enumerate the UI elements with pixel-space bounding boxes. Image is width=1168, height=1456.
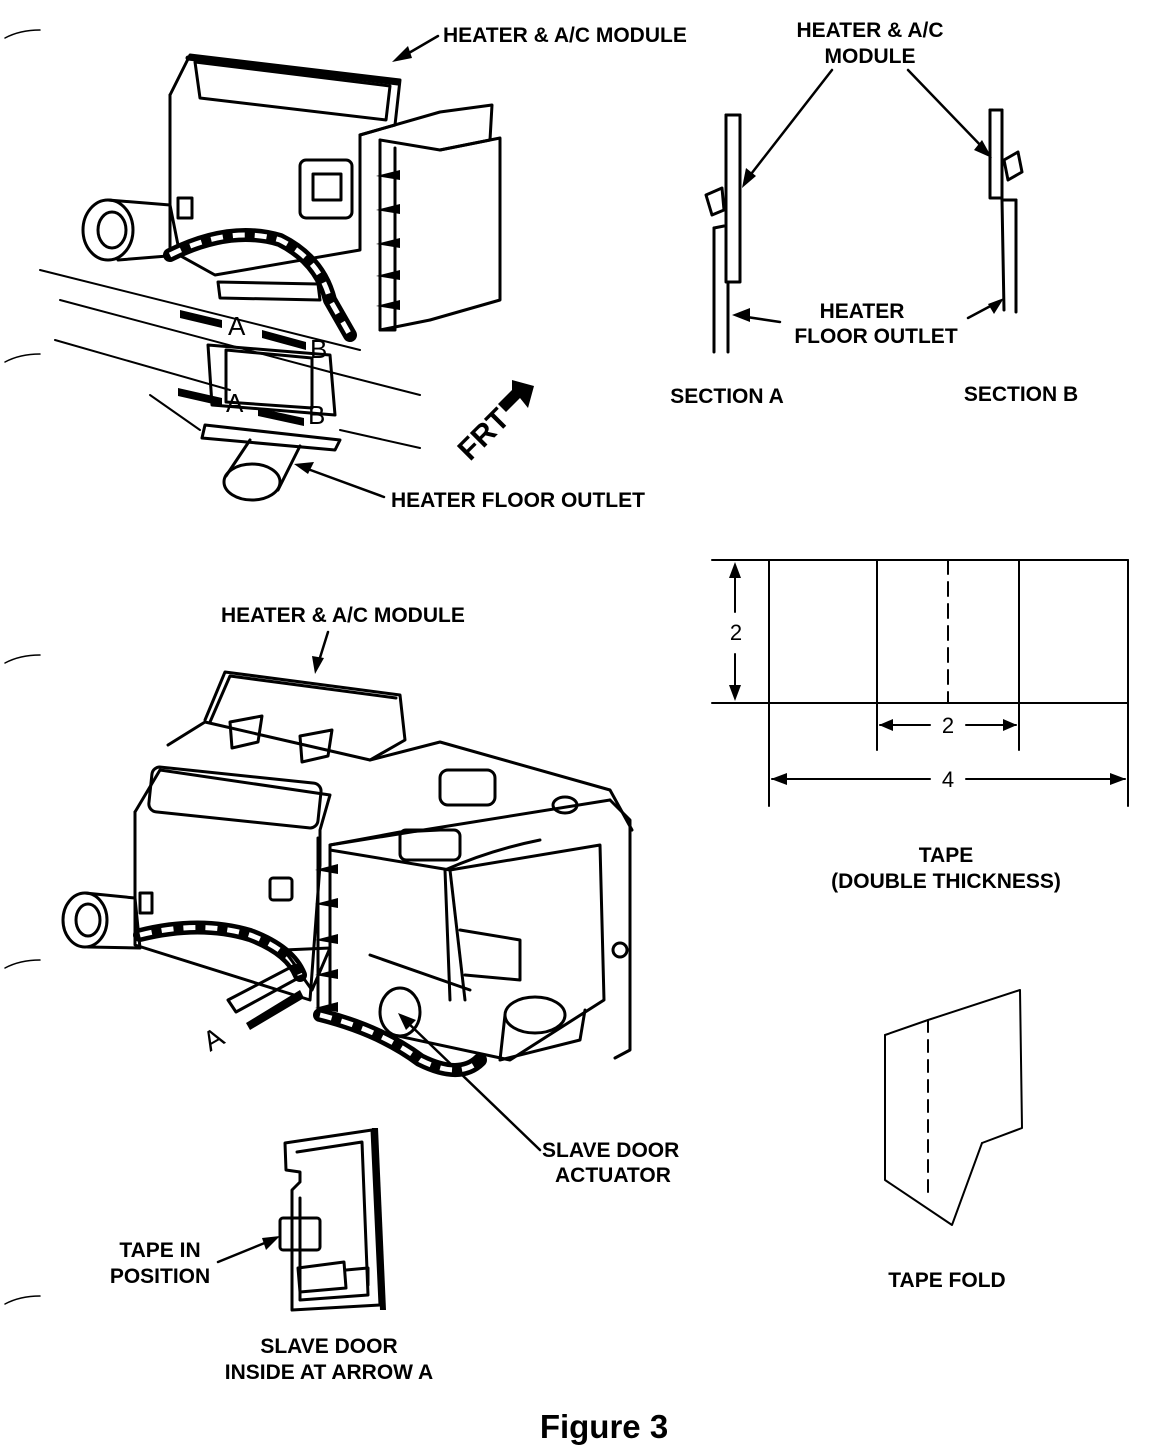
arrow-a-label: A: [198, 1021, 230, 1057]
binder-marks: [4, 29, 41, 1305]
sections-outlet-label-line1: HEATER: [820, 300, 905, 323]
top-outlet-leader: [294, 462, 386, 499]
top-module-leader: [392, 34, 440, 62]
section-mark-b-lower: B: [308, 400, 325, 430]
tape-dimension-arrowheads: [729, 562, 1126, 785]
tape-position-label-line2: POSITION: [110, 1265, 210, 1288]
tape-position-label-line1: TAPE IN: [119, 1239, 200, 1262]
sections-module-leaders: [742, 68, 992, 188]
top-outlet-label: HEATER FLOOR OUTLET: [391, 489, 645, 512]
section-a-profile: [704, 113, 742, 354]
tape-center-dimension: 2: [942, 713, 954, 738]
sections-module-label-line2: MODULE: [825, 45, 916, 68]
bottom-module-illustration: [61, 670, 634, 1077]
tape-caption-line2: (DOUBLE THICKNESS): [831, 870, 1061, 893]
section-b-label: SECTION B: [964, 383, 1078, 406]
section-mark-a-upper: A: [228, 311, 246, 341]
tape-dimension-drawing: [711, 559, 1129, 807]
slave-door-illustration: [278, 1128, 386, 1312]
top-module-label: HEATER & A/C MODULE: [443, 24, 687, 47]
front-direction-arrow: [498, 380, 534, 412]
actuator-label-line1: SLAVE DOOR: [542, 1139, 679, 1162]
arrow-a: [226, 946, 332, 1030]
sections-outlet-leaders: [732, 298, 1004, 324]
section-mark-b-upper: B: [310, 334, 327, 364]
bottom-module-label: HEATER & A/C MODULE: [221, 604, 465, 627]
bottom-module-leader: [312, 630, 330, 674]
slave-door-caption-line1: SLAVE DOOR: [260, 1335, 397, 1358]
tape-fold-illustration: [884, 989, 1023, 1226]
tape-height-dimension: 2: [730, 620, 742, 645]
actuator-label-line2: ACTUATOR: [555, 1164, 671, 1187]
actuator-leader: [398, 1013, 542, 1152]
sections-module-label-line1: HEATER & A/C: [797, 19, 944, 42]
tape-position-leader: [216, 1236, 280, 1264]
slave-door-caption-line2: INSIDE AT ARROW A: [225, 1361, 433, 1384]
figure-caption: Figure 3: [540, 1408, 668, 1445]
tape-fold-caption: TAPE FOLD: [888, 1269, 1005, 1292]
section-a-label: SECTION A: [670, 385, 784, 408]
section-b-profile: [988, 108, 1024, 314]
sections-outlet-label-line2: FLOOR OUTLET: [794, 325, 957, 348]
top-module-illustration: A B A B: [39, 53, 502, 502]
tape-caption-line1: TAPE: [919, 844, 973, 867]
section-mark-a-lower: A: [226, 388, 244, 418]
tape-width-dimension: 4: [942, 767, 954, 792]
front-marker-label: FRT: [452, 402, 517, 467]
